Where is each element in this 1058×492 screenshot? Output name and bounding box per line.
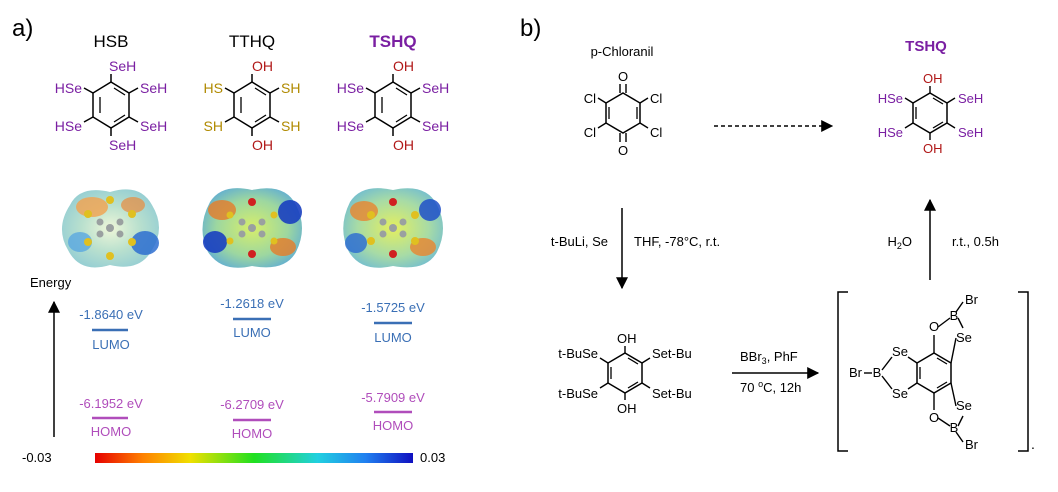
- tthq-sub-lower-right: SH: [281, 118, 300, 134]
- lumo-label-tshq: LUMO: [374, 330, 412, 345]
- structure-intermediate: OH OH Set-Bu Set-Bu t-BuSe t-BuSe: [558, 331, 692, 416]
- tshq-a-sub-upper-left: HSe: [337, 80, 364, 96]
- hsb-sub-top: SeH: [109, 58, 136, 74]
- step3-reagent: H2O: [887, 234, 912, 251]
- panel-b-label: b): [520, 15, 541, 42]
- homo-value-hsb: -6.1952 eV: [79, 396, 143, 411]
- tshq-a-sub-lower-left: HSe: [337, 118, 364, 134]
- target-hse-lower: HSe: [878, 125, 903, 140]
- hsb-sub-upper-right: SeH: [140, 80, 167, 96]
- tthq-sub-upper-right: SH: [281, 80, 300, 96]
- step3-conditions: r.t., 0.5h: [952, 234, 999, 249]
- colorbar-min-label: -0.03: [22, 450, 52, 465]
- complex-se-left-upper: Se: [892, 344, 908, 359]
- energy-levels: -1.8640 eV LUMO -1.2618 eV LUMO -1.5725 …: [79, 296, 425, 441]
- structure-tshq-a: OH SeH SeH OH HSe HSe: [337, 58, 449, 153]
- complex-se-upper: Se: [956, 330, 972, 345]
- lumo-label-tthq: LUMO: [233, 325, 271, 340]
- chloranil-cl-lower-left: Cl: [584, 125, 596, 140]
- intermediate-oh-top: OH: [617, 331, 637, 346]
- homo-label-hsb: HOMO: [91, 424, 131, 439]
- chloranil-cl-upper-right: Cl: [650, 91, 662, 106]
- esp-surface-tthq: [202, 188, 302, 268]
- panel-a-label: a): [12, 15, 33, 42]
- intermediate-tbuse-upper: t-BuSe: [558, 346, 598, 361]
- step1-reagents: t-BuLi, Se: [551, 234, 608, 249]
- complex-br-left: Br: [849, 365, 863, 380]
- homo-value-tshq: -5.7909 eV: [361, 390, 425, 405]
- lumo-value-tshq: -1.5725 eV: [361, 300, 425, 315]
- complex-br-bottom: Br: [965, 437, 979, 452]
- complex-o-top: O: [929, 319, 939, 334]
- intermediate-setbu-lower: Set-Bu: [652, 386, 692, 401]
- bracket-right: [1018, 291, 1029, 452]
- tshq-a-sub-upper-right: SeH: [422, 80, 449, 96]
- complex-b-bottom: B: [950, 420, 959, 435]
- intermediate-setbu-upper: Set-Bu: [652, 346, 692, 361]
- tshq-a-sub-top: OH: [393, 58, 414, 74]
- compound-name-hsb: HSB: [94, 32, 129, 51]
- hsb-sub-lower-right: SeH: [140, 118, 167, 134]
- tthq-sub-bottom: OH: [252, 137, 273, 153]
- target-oh-bottom: OH: [923, 141, 943, 156]
- esp-surface-hsb: [61, 189, 159, 268]
- complex-br-top: Br: [965, 292, 979, 307]
- compound-name-tthq: TTHQ: [229, 32, 275, 51]
- step2-reagents: BBr3, PhF: [740, 349, 798, 366]
- chloranil-o-bottom: O: [618, 143, 628, 158]
- homo-label-tshq: HOMO: [373, 418, 413, 433]
- target-hse-upper: HSe: [878, 91, 903, 106]
- target-seh-lower: SeH: [958, 125, 983, 140]
- target-seh-upper: SeH: [958, 91, 983, 106]
- tshq-a-sub-bottom: OH: [393, 137, 414, 153]
- structure-chloranil: O O Cl Cl Cl Cl: [584, 69, 663, 158]
- complex-se-lower: Se: [956, 398, 972, 413]
- step1-conditions: THF, -78°C, r.t.: [634, 234, 720, 249]
- colorbar: [95, 453, 413, 463]
- lumo-label-hsb: LUMO: [92, 337, 130, 352]
- intermediate-tbuse-lower: t-BuSe: [558, 386, 598, 401]
- tthq-sub-upper-left: HS: [204, 80, 223, 96]
- chloranil-cl-upper-left: Cl: [584, 91, 596, 106]
- structure-tthq: OH SH SH OH SH HS: [204, 58, 301, 153]
- chloranil-name: p-Chloranil: [591, 44, 654, 59]
- target-name: TSHQ: [905, 38, 947, 55]
- complex-o-bottom: O: [929, 410, 939, 425]
- bracket-dot: .: [1031, 436, 1035, 452]
- esp-surface-tshq: [343, 188, 443, 268]
- structure-tshq-b: OH OH SeH SeH HSe HSe: [878, 71, 984, 156]
- compound-name-tshq: TSHQ: [369, 32, 416, 51]
- structure-hsb: SeH SeH SeH SeH HSe HSe: [55, 58, 167, 153]
- tthq-sub-top: OH: [252, 58, 273, 74]
- homo-label-tthq: HOMO: [232, 426, 272, 441]
- tthq-sub-lower-left: SH: [204, 118, 223, 134]
- hsb-sub-upper-left: HSe: [55, 80, 82, 96]
- homo-value-tthq: -6.2709 eV: [220, 397, 284, 412]
- complex-se-left-lower: Se: [892, 386, 908, 401]
- intermediate-oh-bottom: OH: [617, 401, 637, 416]
- energy-axis-label: Energy: [30, 275, 72, 290]
- chloranil-o-top: O: [618, 69, 628, 84]
- hsb-sub-bottom: SeH: [109, 137, 136, 153]
- lumo-value-hsb: -1.8640 eV: [79, 307, 143, 322]
- tshq-a-sub-lower-right: SeH: [422, 118, 449, 134]
- complex-b-top: B: [950, 308, 959, 323]
- hsb-sub-lower-left: HSe: [55, 118, 82, 134]
- bracket-left: [837, 291, 848, 452]
- step2-conditions: 70 oC, 12h: [740, 379, 801, 395]
- target-oh-top: OH: [923, 71, 943, 86]
- structure-boron-complex: O B Br Se Se O B Br Se Se B Br: [849, 292, 979, 452]
- lumo-value-tthq: -1.2618 eV: [220, 296, 284, 311]
- chloranil-cl-lower-right: Cl: [650, 125, 662, 140]
- complex-b-left: B: [873, 365, 882, 380]
- colorbar-max-label: 0.03: [420, 450, 445, 465]
